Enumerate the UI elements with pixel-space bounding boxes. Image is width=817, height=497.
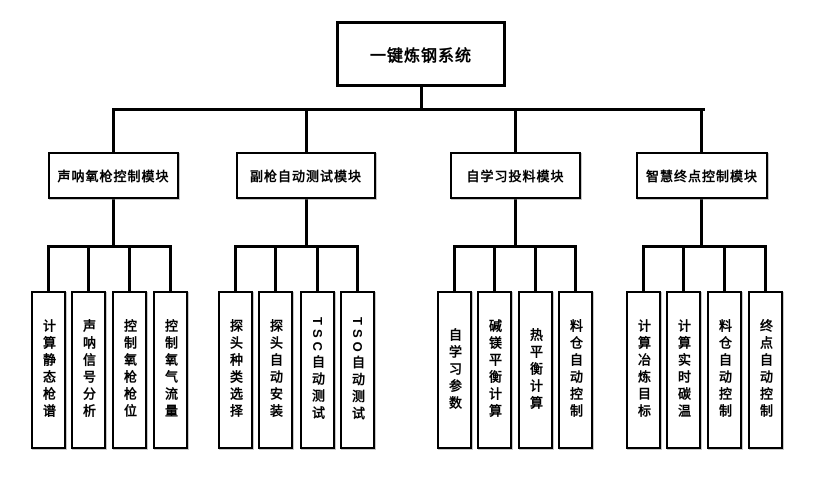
connector-line	[514, 108, 517, 152]
connector-line	[642, 245, 645, 291]
leaf-node-2-1: 探头种类选择	[218, 291, 253, 449]
leaf-node-3-4: 料仓自动控制	[558, 291, 593, 449]
leaf-node-3-1: 自学习参数	[437, 291, 472, 449]
leaf-node-1-2: 声呐信号分析	[71, 291, 106, 449]
connector-line	[764, 245, 767, 291]
leaf-node-label: 控制氧气流量	[163, 319, 178, 421]
module-node-label: 自学习投料模块	[466, 169, 565, 184]
connector-line	[420, 87, 423, 108]
connector-line	[493, 245, 496, 291]
connector-line	[453, 245, 456, 291]
leaf-node-1-1: 计算静态枪谱	[31, 291, 66, 449]
module-node-label: 智慧终点控制模块	[645, 169, 758, 184]
connector-line	[234, 245, 237, 291]
leaf-node-2-3: TSC自动测试	[300, 291, 335, 449]
module-node-sonar-lance-control: 声呐氧枪控制模块	[48, 152, 179, 199]
leaf-node-label: 料仓自动控制	[568, 319, 583, 421]
leaf-node-label: 声呐信号分析	[81, 319, 96, 421]
leaf-node-4-4: 终点自动控制	[748, 291, 783, 449]
connector-line	[305, 108, 308, 152]
leaf-node-4-2: 计算实时碳温	[666, 291, 701, 449]
connector-line	[87, 245, 90, 291]
module-node-label: 副枪自动测试模块	[249, 169, 362, 184]
connector-line	[112, 108, 115, 152]
leaf-node-label: 料仓自动控制	[717, 319, 732, 421]
module-node-selflearning-charging: 自学习投料模块	[450, 152, 581, 199]
connector-line	[169, 245, 172, 291]
leaf-node-label: 热平衡计算	[528, 327, 543, 413]
leaf-node-label: 探头种类选择	[228, 319, 243, 421]
leaf-node-label: 计算静态枪谱	[41, 319, 56, 421]
connector-line	[356, 245, 359, 291]
leaf-node-2-2: 探头自动安装	[258, 291, 293, 449]
connector-line	[234, 245, 359, 248]
leaf-node-label: 终点自动控制	[758, 319, 773, 421]
connector-line	[682, 245, 685, 291]
connector-line	[574, 245, 577, 291]
module-node-label: 声呐氧枪控制模块	[57, 169, 170, 184]
leaf-node-label: 控制氧枪枪位	[122, 319, 137, 421]
root-node-label: 一键炼钢系统	[369, 48, 472, 65]
leaf-node-label: 计算实时碳温	[676, 319, 691, 421]
connector-line	[112, 199, 115, 247]
leaf-node-4-1: 计算冶炼目标	[626, 291, 661, 449]
connector-line	[723, 245, 726, 291]
leaf-node-1-4: 控制氧气流量	[153, 291, 188, 449]
leaf-node-label: 自学习参数	[447, 327, 462, 413]
connector-line	[700, 108, 703, 152]
connector-line	[534, 245, 537, 291]
connector-line	[47, 245, 172, 248]
leaf-node-label: 探头自动安装	[268, 319, 283, 421]
leaf-node-1-3: 控制氧枪枪位	[112, 291, 147, 449]
connector-line	[112, 108, 705, 111]
leaf-node-label: 计算冶炼目标	[636, 319, 651, 421]
module-node-sublance-auto-test: 副枪自动测试模块	[236, 152, 376, 199]
connector-line	[514, 199, 517, 247]
leaf-node-2-4: TSO自动测试	[340, 291, 375, 449]
connector-line	[47, 245, 50, 291]
leaf-node-3-3: 热平衡计算	[518, 291, 553, 449]
leaf-node-4-3: 料仓自动控制	[707, 291, 742, 449]
connector-line	[642, 245, 767, 248]
connector-line	[700, 199, 703, 247]
leaf-node-label: 碱镁平衡计算	[487, 319, 502, 421]
connector-line	[128, 245, 131, 291]
connector-line	[316, 245, 319, 291]
leaf-node-label: TSC自动测试	[310, 317, 325, 423]
connector-line	[305, 199, 308, 247]
leaf-node-label: TSO自动测试	[350, 316, 365, 424]
leaf-node-3-2: 碱镁平衡计算	[477, 291, 512, 449]
root-node: 一键炼钢系统	[336, 21, 506, 87]
connector-line	[453, 245, 577, 248]
module-node-smart-endpoint-control: 智慧终点控制模块	[636, 152, 768, 199]
connector-line	[274, 245, 277, 291]
